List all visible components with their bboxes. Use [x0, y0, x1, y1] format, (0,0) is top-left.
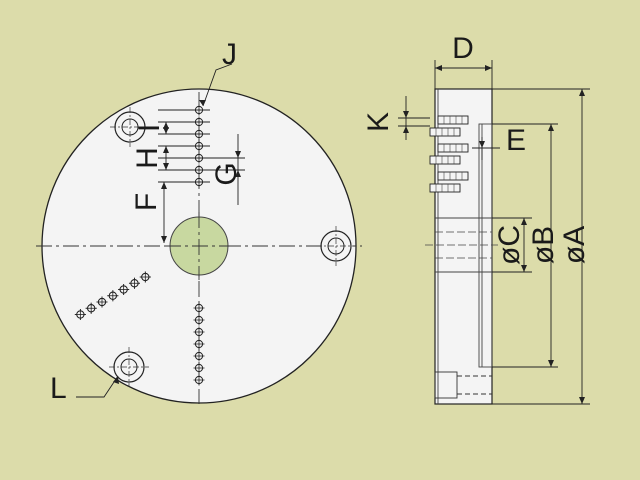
side-pin — [437, 171, 469, 181]
mounting-hole-right — [316, 226, 356, 266]
label-d: D — [452, 32, 474, 65]
slot-hole — [193, 362, 205, 374]
slot-hole — [128, 277, 140, 289]
side-bolt — [434, 371, 492, 399]
side-pin — [429, 155, 461, 165]
label-e: E — [506, 124, 526, 157]
slot-hole — [74, 309, 86, 320]
side-arrowheads — [403, 65, 585, 404]
t-slot-hole-rows — [74, 104, 205, 386]
slot-hole — [193, 302, 205, 314]
slot-hole — [139, 271, 151, 283]
slot-hole — [193, 374, 205, 386]
front-view: J I H F G L — [36, 38, 362, 405]
side-pin — [429, 183, 461, 193]
side-dimension-lines — [398, 60, 590, 405]
slot-hole — [96, 296, 108, 308]
side-view: D K E øC øB øA — [362, 32, 591, 405]
label-f: F — [130, 193, 163, 211]
side-hidden-lines — [425, 231, 498, 259]
label-h: H — [131, 147, 164, 169]
side-pin — [437, 143, 469, 153]
front-arrowheads — [113, 100, 241, 384]
slot-hole — [193, 326, 205, 338]
label-l: L — [50, 372, 67, 405]
label-i: I — [133, 124, 166, 132]
label-c: øC — [493, 225, 526, 265]
slot-hole — [193, 314, 205, 326]
side-internal-lines — [435, 89, 493, 404]
mounting-hole-bottom-left — [109, 347, 149, 387]
slot-hole — [193, 338, 205, 350]
slot-hole — [85, 302, 97, 314]
side-pin — [437, 115, 469, 125]
mounting-hole-top-left — [110, 107, 150, 147]
label-g: G — [210, 162, 243, 185]
slot-hole — [118, 284, 130, 295]
label-j: J — [222, 38, 237, 71]
side-pins — [429, 115, 469, 193]
side-pin — [429, 127, 461, 137]
slot-hole — [193, 350, 205, 362]
label-b: øB — [527, 226, 560, 264]
label-a: øA — [558, 226, 591, 264]
label-k: K — [362, 112, 395, 132]
slot-hole — [107, 290, 119, 302]
